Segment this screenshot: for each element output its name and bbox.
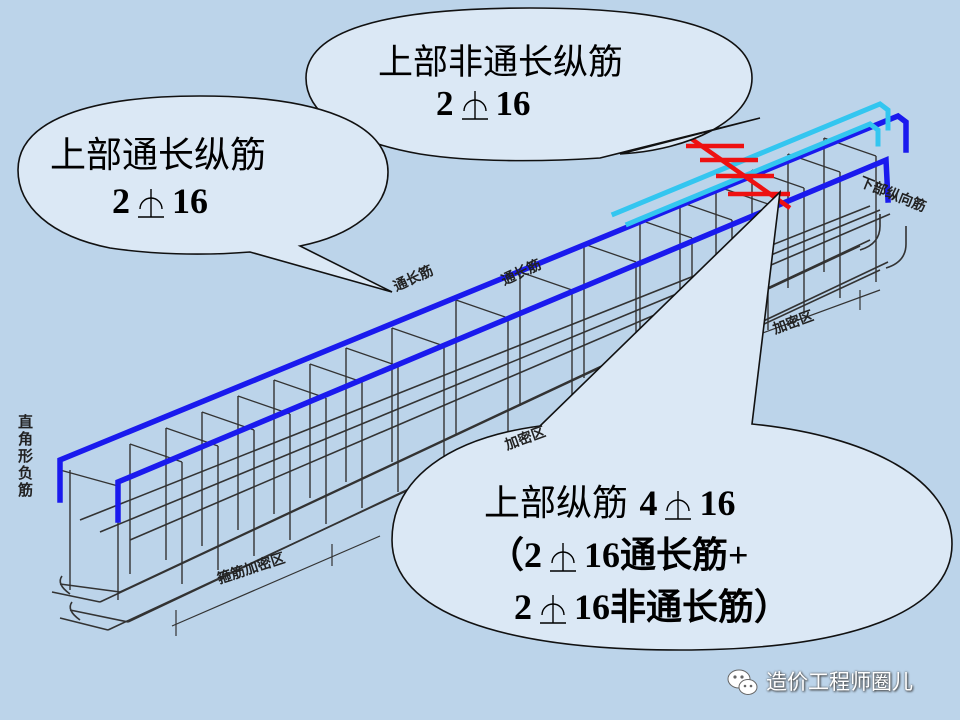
callout-bottom-non-through-spec: 16非通长筋） [574,587,791,627]
watermark: 造价工程师圈儿 [726,664,913,698]
through-bar-front [57,112,909,503]
callout-top-count: 2 [436,84,454,123]
callout-top-center [305,7,761,162]
rebar-grade-icon [136,187,166,218]
callout-bottom-non-through-count: 2 [514,587,532,627]
rebar-grade-icon [548,541,578,572]
callout-bottom-diameter: 16 [699,483,736,523]
callout-bottom-right [391,189,953,651]
callout-left-spec: 2 16 [112,180,208,222]
callout-top-spec: 2 16 [436,84,531,124]
callout-left-title: 上部通长纵筋 [50,135,267,176]
callout-bottom-count: 4 [639,483,658,523]
callout-bottom-through: （2 16通长筋+ [488,526,749,578]
callout-left-diameter: 16 [172,181,208,221]
callout-top-diameter: 16 [495,84,531,123]
callout-bottom-label: 上部纵筋 [484,483,629,524]
bar-hooks-right [859,214,907,269]
callout-bottom-through-spec: 16通长筋+ [584,535,749,575]
callout-bottom-title: 上部纵筋 4 16 [484,474,735,526]
through-bars [57,112,909,523]
callout-left-count: 2 [112,181,130,221]
callout-top-title: 上部非通长纵筋 [378,43,624,83]
callout-bottom-through-count: （2 [488,535,543,575]
watermark-text: 造价工程师圈儿 [766,670,913,694]
wechat-icon [727,669,758,695]
rebar-grade-icon [538,593,568,624]
callout-bottom-non-through: 2 16非通长筋） [514,578,790,630]
rebar-grade-icon [663,489,693,520]
label-right-angle-negative-bar: 直角形负筋 [18,413,34,499]
callout-left [17,95,393,293]
rebar-grade-icon [460,89,490,120]
through-bar-back [115,155,891,523]
